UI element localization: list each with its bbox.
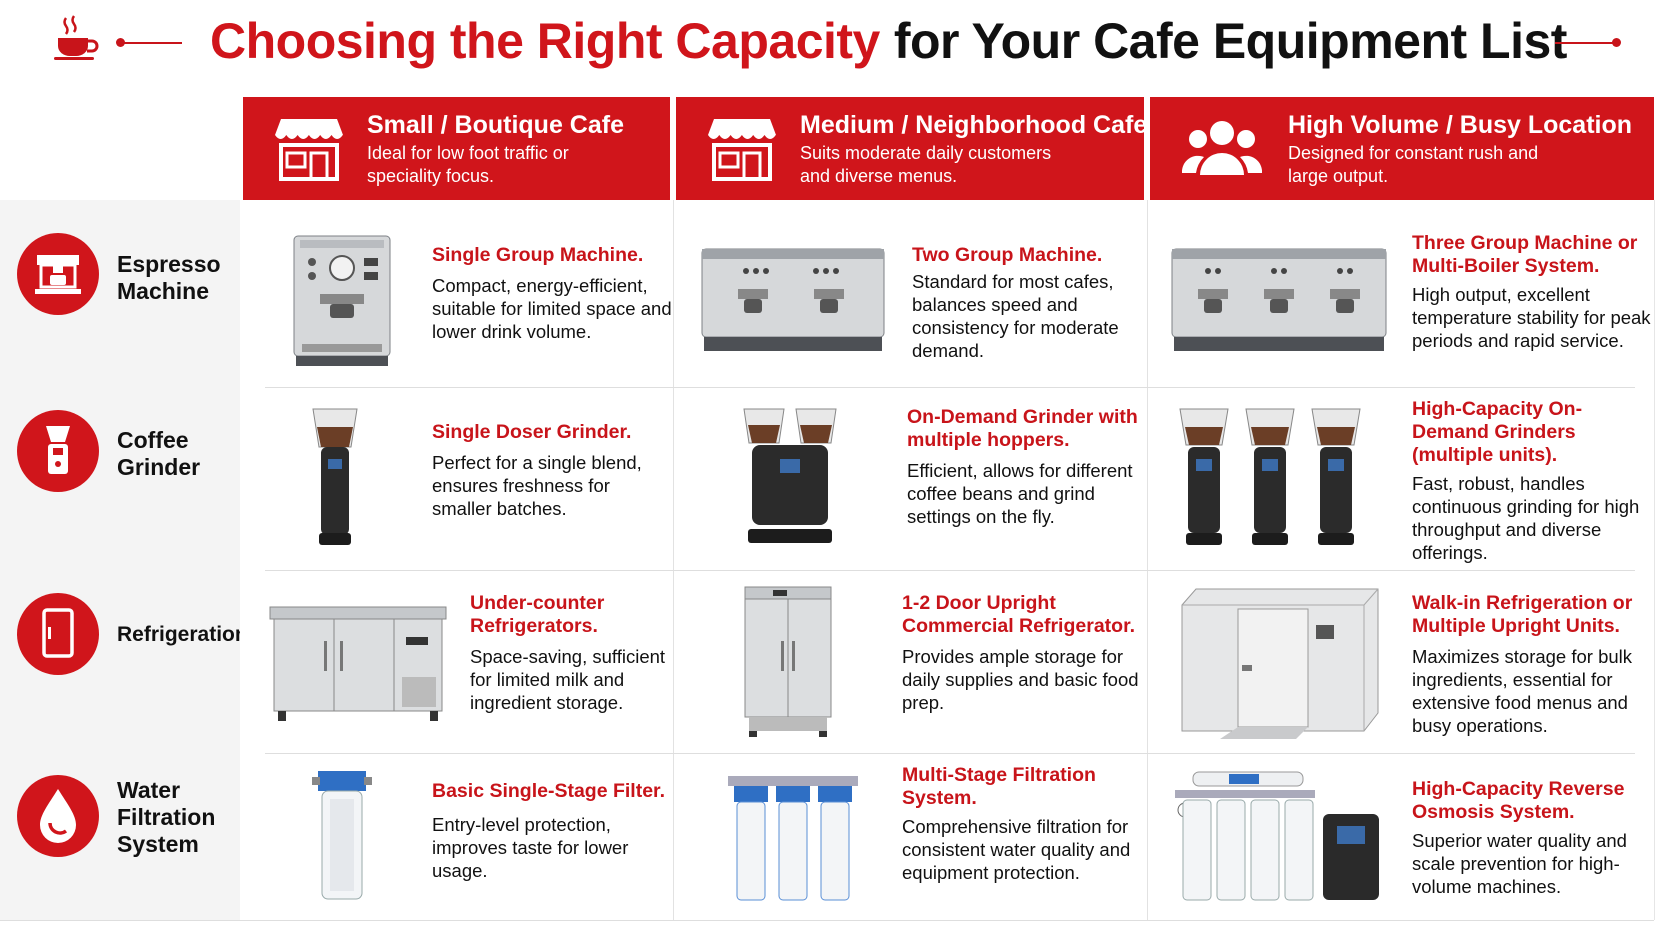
walk-in-refrigeration-icon: [1181, 588, 1379, 739]
row-label-line2: Filtration: [117, 804, 216, 830]
cell-title: Single Group Machine.: [432, 244, 644, 266]
dual-hopper-grinder-icon: [743, 408, 837, 543]
row-divider: [265, 570, 1635, 571]
cell-title: High-Capacity On-Demand Grinders (multip…: [1412, 398, 1583, 466]
row-label-line3: System: [117, 831, 199, 857]
cell-desc: Maximizes storage for bulk ingredients, …: [1412, 646, 1633, 736]
comparison-grid: [240, 200, 1655, 920]
under-counter-refrigerator-icon: [269, 606, 447, 721]
multi-stage-filtration-icon: [728, 776, 858, 901]
three-group-espresso-machine-icon: [1171, 248, 1387, 351]
column-title: High Volume / Busy Location: [1288, 111, 1633, 139]
grinder-icon: [17, 410, 99, 492]
cell-title: Three Group Machine or Multi-Boiler Syst…: [1412, 232, 1638, 277]
cell-desc: Provides ample storage for daily supplie…: [902, 646, 1139, 713]
row-divider: [265, 387, 1635, 388]
espresso-machine-icon: [17, 233, 99, 315]
row-label-line1: Espresso: [117, 251, 221, 277]
cell-title: On-Demand Grinder with multiple hoppers.: [907, 406, 1138, 451]
row-label-line2: Grinder: [117, 454, 201, 480]
single-group-espresso-machine-icon: [293, 235, 391, 366]
storefront-icon: [708, 119, 776, 181]
refrigerator-icon: [17, 593, 99, 675]
column-header-high-volume: High Volume / Busy Location Designed for…: [1150, 97, 1654, 200]
row-label-line1: Water: [117, 777, 181, 803]
storefront-icon: [275, 119, 343, 181]
cell-desc: Comprehensive filtration for consistent …: [902, 816, 1131, 883]
row-label-line2: Machine: [117, 278, 210, 304]
column-desc: Designed for constant rush and large out…: [1288, 143, 1539, 186]
cell-title: Basic Single-Stage Filter.: [432, 780, 665, 802]
cell-desc: Fast, robust, handles continuous grindin…: [1412, 473, 1640, 563]
coffee-cup-icon: [54, 15, 99, 60]
people-group-icon: [1182, 121, 1262, 175]
cell-desc: Space-saving, sufficient for limited mil…: [470, 646, 666, 713]
multiple-grinders-icon: [1179, 408, 1361, 545]
column-header-small: Small / Boutique Cafe Ideal for low foot…: [243, 97, 670, 200]
cell-desc: Entry-level protection, improves taste f…: [432, 814, 629, 881]
column-desc: Ideal for low foot traffic or speciality…: [367, 143, 569, 186]
title-decoration-right: [1555, 38, 1621, 47]
column-title: Small / Boutique Cafe: [367, 111, 624, 139]
row-label-line1: Coffee: [117, 427, 189, 453]
cell-title: Single Doser Grinder.: [432, 421, 632, 443]
upright-refrigerator-icon: [744, 586, 832, 737]
cell-title: High-Capacity Reverse Osmosis System.: [1412, 778, 1625, 823]
cell-title: Two Group Machine.: [912, 244, 1103, 266]
single-stage-filter-icon: [312, 771, 372, 900]
cell-title: Under-counter Refrigerators.: [470, 592, 605, 637]
cell-title: 1-2 Door Upright Commercial Refrigerator…: [902, 592, 1136, 637]
row-divider: [265, 753, 1635, 754]
title-decoration-left: [116, 38, 182, 47]
column-header-medium: Medium / Neighborhood Cafe Suits moderat…: [676, 97, 1148, 200]
reverse-osmosis-system-icon: [1175, 771, 1379, 901]
cell-desc: Superior water quality and scale prevent…: [1412, 830, 1627, 897]
water-drop-icon: [17, 775, 99, 857]
title-rest: for Your Cafe Equipment List: [893, 13, 1568, 69]
row-label-line1: Refrigeration: [117, 623, 248, 646]
two-group-espresso-machine-icon: [701, 248, 885, 351]
cell-title: Multi-Stage Filtration System.: [902, 764, 1096, 809]
single-doser-grinder-icon: [312, 408, 358, 545]
cell-title: Walk-in Refrigeration or Multiple Uprigh…: [1412, 592, 1633, 637]
cell-desc: Standard for most cafes, balances speed …: [912, 271, 1119, 361]
title-highlight: Choosing the Right Capacity: [210, 13, 880, 69]
column-desc: Suits moderate daily customers and diver…: [800, 143, 1052, 186]
column-divider: [1147, 200, 1148, 920]
column-title: Medium / Neighborhood Cafe: [800, 111, 1148, 139]
cell-desc: High output, excellent temperature stabi…: [1412, 284, 1651, 351]
cell-desc: Perfect for a single blend, ensures fres…: [432, 452, 642, 519]
cell-desc: Compact, energy-efficient, suitable for …: [432, 275, 672, 342]
table-bottom-border: [0, 920, 1654, 921]
cell-desc: Efficient, allows for different coffee b…: [907, 460, 1133, 527]
column-divider: [673, 200, 674, 920]
